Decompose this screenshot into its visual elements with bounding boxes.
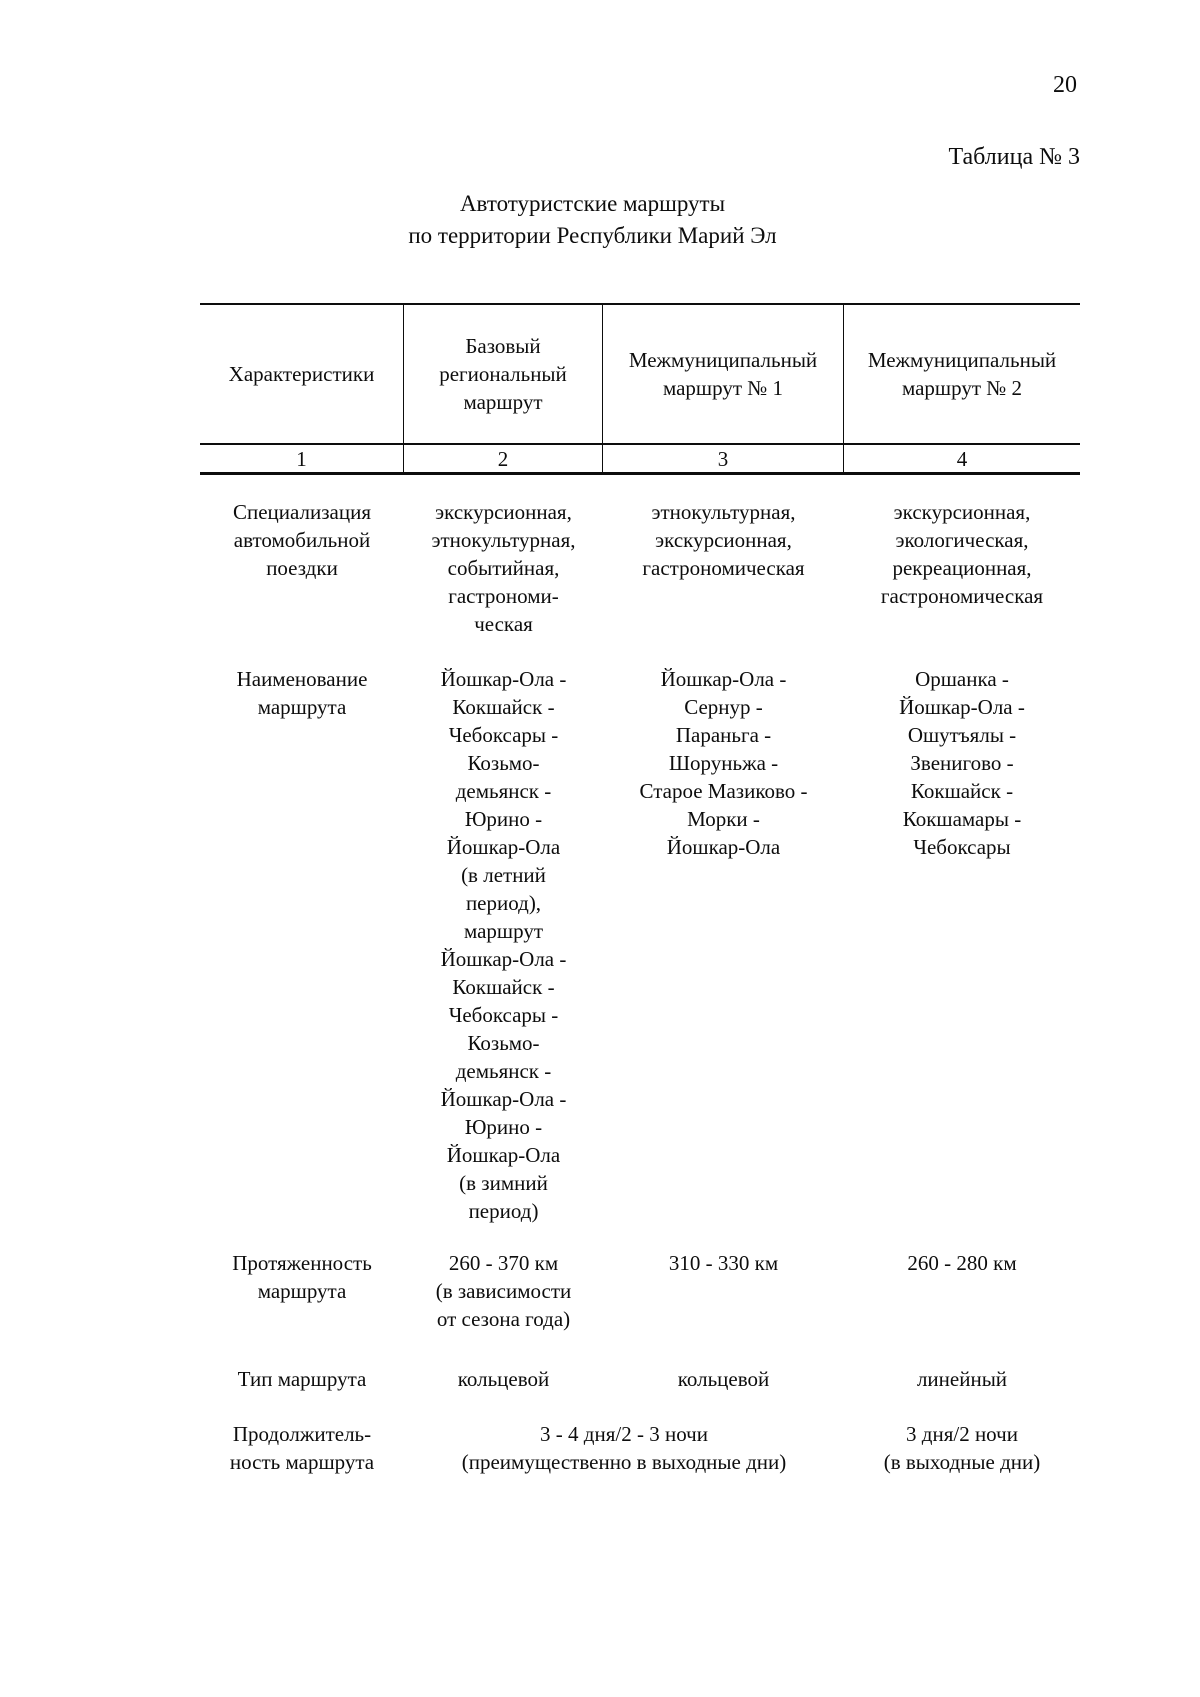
header-cell-base-regional-route: Базовый региональный маршрут [404, 305, 603, 443]
table-caption: Таблица № 3 [948, 144, 1080, 170]
cell-route1-specialization: этнокультурная, экскурсионная, гастроном… [642, 500, 805, 580]
cell-route1-type: кольцевой [677, 1367, 770, 1391]
cell-base-route-specialization: экскурсионная, этнокультурная, событийна… [431, 500, 576, 636]
cell-base-route-name: Йошкар-Ола - Кокшайск - Чебоксары - Козь… [440, 667, 567, 1223]
table-row-specialization: Специализация автомобильной поездки экск… [200, 498, 1080, 638]
table-body: Специализация автомобильной поездки экск… [200, 498, 1080, 1476]
column-number: 3 [603, 445, 844, 473]
cell-route2-duration: 3 дня/2 ночи (в выходные дни) [883, 1422, 1041, 1474]
table-row-route-duration: Продолжитель- ность маршрута 3 - 4 дня/2… [200, 1420, 1080, 1476]
page-number: 20 [1053, 72, 1077, 98]
table-row-route-length: Протяженность маршрута 260 - 370 км (в з… [200, 1249, 1080, 1333]
cell-base-and-route1-duration: 3 - 4 дня/2 - 3 ночи (преимущественно в … [461, 1422, 787, 1474]
table-row-route-name: Наименование маршрута Йошкар-Ола - Кокша… [200, 665, 1080, 1225]
column-number: 4 [956, 447, 968, 471]
cell-route2-type: линейный [916, 1367, 1008, 1391]
row-label: Продолжитель- ность маршрута [229, 1422, 375, 1474]
column-number-row: 1 2 3 4 [200, 445, 1080, 475]
header-cell-intermunicipal-route-2: Межмуниципальный маршрут № 2 [867, 348, 1057, 400]
cell-route2-name: Оршанка - Йошкар-Ола - Ошутъялы - Звениг… [899, 667, 1025, 859]
row-label: Протяженность маршрута [232, 1251, 372, 1303]
header-cell-intermunicipal-route-1: Межмуниципальный маршрут № 1 [603, 305, 844, 443]
cell-route1-name: Йошкар-Ола - Сернур - Параньга - Шоруньж… [639, 667, 808, 859]
cell-route2-specialization: экскурсионная, экологическая, рекреацион… [880, 500, 1044, 608]
column-number: 1 [200, 445, 404, 473]
document-title-text: Автотуристские маршруты по территории Ре… [408, 191, 777, 248]
column-number: 2 [404, 445, 603, 473]
row-label: Тип маршрута [237, 1367, 367, 1391]
cell-route2-length: 260 - 280 км [907, 1251, 1017, 1275]
cell-base-route-length: 260 - 370 км (в зависимости от сезона го… [435, 1251, 572, 1331]
row-label: Специализация автомобильной поездки [232, 500, 372, 580]
document-title: Автотуристские маршруты по территории Ре… [105, 188, 1080, 252]
cell-base-route-type: кольцевой [457, 1367, 550, 1391]
table-row-route-type: Тип маршрута кольцевой кольцевой линейны… [200, 1365, 1080, 1393]
cell-route1-length: 310 - 330 км [668, 1251, 779, 1275]
routes-table: Характеристики Базовый региональный марш… [200, 303, 1080, 1476]
header-cell-characteristics: Характеристики [200, 305, 404, 443]
table-header-row: Характеристики Базовый региональный марш… [200, 303, 1080, 445]
row-label: Наименование маршрута [236, 667, 368, 719]
